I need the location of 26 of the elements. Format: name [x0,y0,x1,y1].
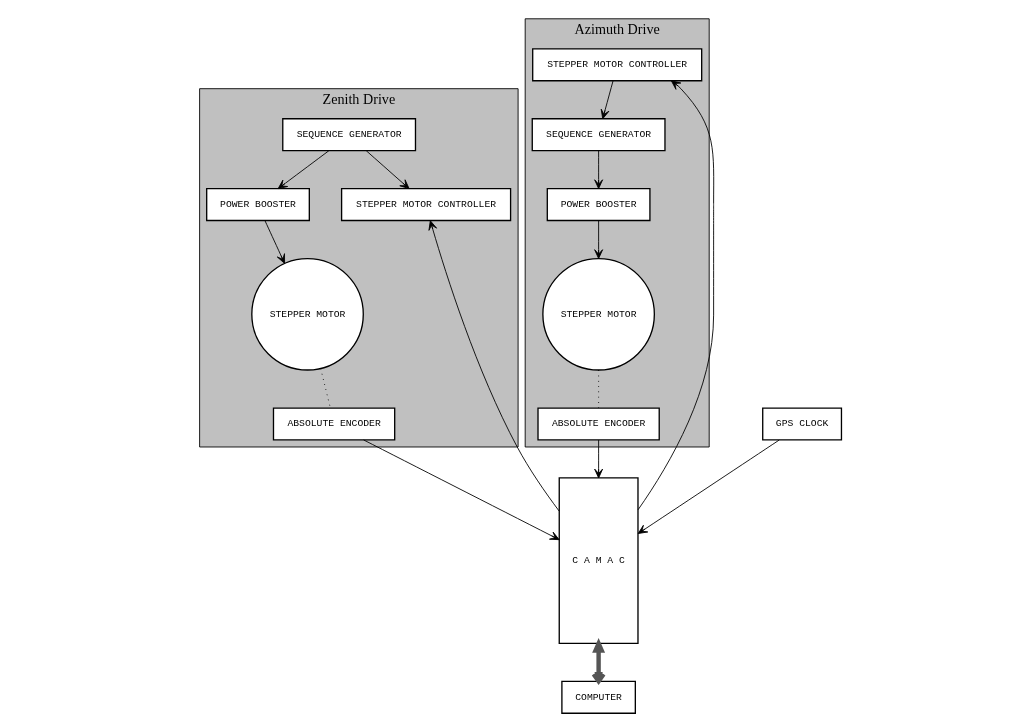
arrow [591,638,606,684]
node-box: ABSOLUTE ENCODER [537,407,660,441]
arrow [637,439,780,534]
node-box: STEPPER MOTOR CONTROLLER [532,48,703,82]
node-box: C A M A C [558,477,639,645]
node-box: ABSOLUTE ENCODER [272,407,396,441]
node-box: SEQUENCE GENERATOR [531,118,666,152]
node-circle: STEPPER MOTOR [251,257,364,371]
node-box: STEPPER MOTOR CONTROLLER [340,188,512,222]
arrow [264,220,285,264]
arrow [363,439,560,541]
arrow [600,80,614,120]
arrow [365,150,410,190]
node-circle: STEPPER MOTOR [542,257,655,371]
arrow [594,439,604,479]
node-box: POWER BOOSTER [206,188,310,222]
arrow [637,80,715,511]
node-box: POWER BOOSTER [546,188,651,222]
arrow [277,150,330,190]
node-box: COMPUTER [561,680,636,714]
connector [598,369,600,409]
arrow [594,150,604,190]
node-box: GPS CLOCK [762,407,843,441]
arrow [594,220,604,259]
node-box: SEQUENCE GENERATOR [282,118,417,152]
arrow [428,220,560,512]
